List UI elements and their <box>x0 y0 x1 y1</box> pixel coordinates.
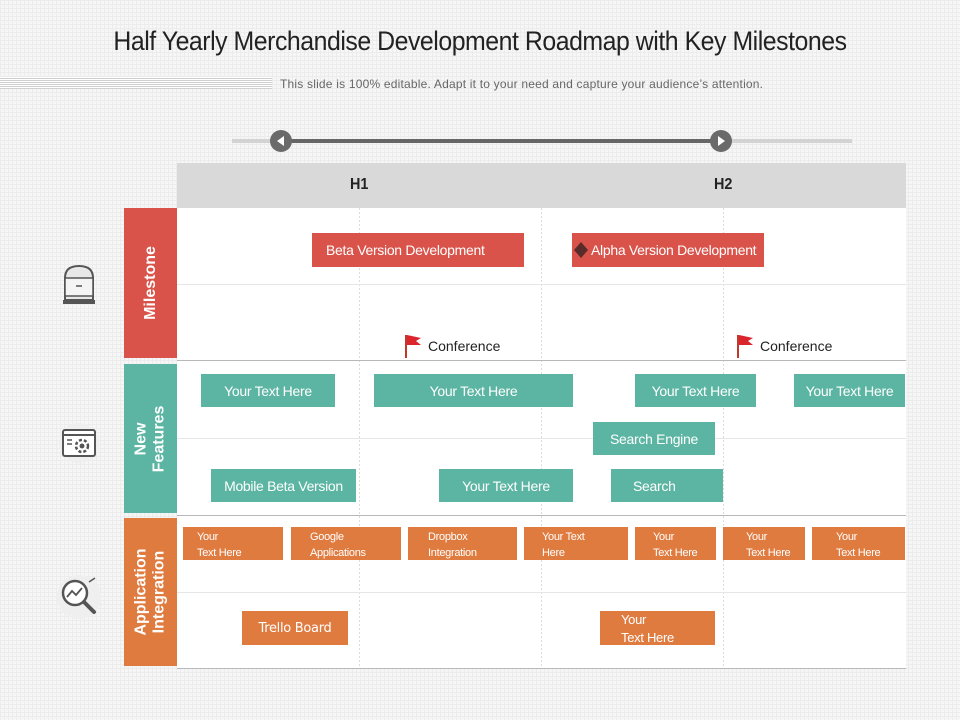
row-label-line: Application <box>132 548 150 636</box>
feature-bar[interactable]: Your Text Here <box>794 374 905 407</box>
bar-line: Your <box>621 612 647 627</box>
row-label-milestone: Milestone <box>124 208 177 358</box>
bar-line: Text Here <box>746 547 791 559</box>
bar-line: Dropbox <box>428 531 468 543</box>
feature-bar[interactable]: Your Text Here <box>201 374 335 407</box>
gear-window-icon <box>56 420 102 466</box>
row-label-app-integration-text: Application Integration <box>133 548 169 635</box>
bar-line: Text Here <box>197 547 242 559</box>
header-h2: H2 <box>714 176 733 193</box>
grid-hline <box>177 592 906 593</box>
conference-event-2: Conference <box>736 333 832 359</box>
row-label-new-features: New Features <box>124 364 177 513</box>
diamond-marker-icon <box>574 242 588 258</box>
header-h1: H1 <box>350 176 369 193</box>
integration-bar-trello[interactable]: Trello Board <box>242 611 348 645</box>
feature-bar-search-engine[interactable]: Search Engine <box>593 422 715 455</box>
grid-hline <box>177 438 906 439</box>
page-subtitle: This slide is 100% editable. Adapt it to… <box>280 77 764 91</box>
bar-line: Text Here <box>653 547 698 559</box>
flag-icon <box>405 335 421 358</box>
row-label-new-features-text: New Features <box>133 405 169 472</box>
bar-line: Applications <box>310 547 366 559</box>
play-right-icon[interactable] <box>710 130 732 152</box>
bar-line: Your Text <box>542 531 585 543</box>
subtitle-rule <box>0 77 272 89</box>
bar-line: Text Here <box>621 630 674 645</box>
timeline-active-segment <box>281 139 721 143</box>
row-label-application-integration: Application Integration <box>124 518 177 666</box>
half-year-header: H1 H2 <box>177 163 906 208</box>
milestone-bar-alpha[interactable]: Alpha Version Development <box>572 233 764 267</box>
grid-hline <box>177 284 906 285</box>
milestone-bar-beta[interactable]: Beta Version Development <box>312 233 524 267</box>
conference-event-1: Conference <box>404 333 500 359</box>
row-label-line: New <box>132 422 150 455</box>
row-label-milestone-text: Milestone <box>141 246 159 320</box>
bar-line: Integration <box>428 547 477 559</box>
flag-icon <box>737 335 753 358</box>
feature-bar-search[interactable]: Search <box>611 469 723 502</box>
row-divider <box>177 360 906 361</box>
page-title: Half Yearly Merchandise Development Road… <box>113 26 847 56</box>
row-label-line: Features <box>150 405 168 472</box>
feature-bar-mobile-beta[interactable]: Mobile Beta Version <box>211 469 356 502</box>
bar-line: Your <box>653 531 675 543</box>
magnifier-chart-icon <box>56 574 102 620</box>
bar-line: Your <box>197 531 219 543</box>
row-divider <box>177 515 906 516</box>
bar-line: Text Here <box>836 547 881 559</box>
feature-bar[interactable]: Your Text Here <box>635 374 756 407</box>
bar-line: Your <box>836 531 858 543</box>
row-label-line: Integration <box>150 550 168 634</box>
play-left-icon[interactable] <box>270 130 292 152</box>
feature-bar[interactable]: Your Text Here <box>439 469 573 502</box>
conference-label: Conference <box>428 338 501 354</box>
grid-bottom-line <box>177 668 906 669</box>
server-icon <box>56 261 102 307</box>
conference-label: Conference <box>760 338 833 354</box>
milestone-bar-alpha-label: Alpha Version Development <box>591 242 757 258</box>
feature-bar[interactable]: Your Text Here <box>374 374 573 407</box>
bar-line: Google <box>310 531 344 543</box>
bar-line: Your <box>746 531 768 543</box>
bar-line: Here <box>542 547 565 559</box>
